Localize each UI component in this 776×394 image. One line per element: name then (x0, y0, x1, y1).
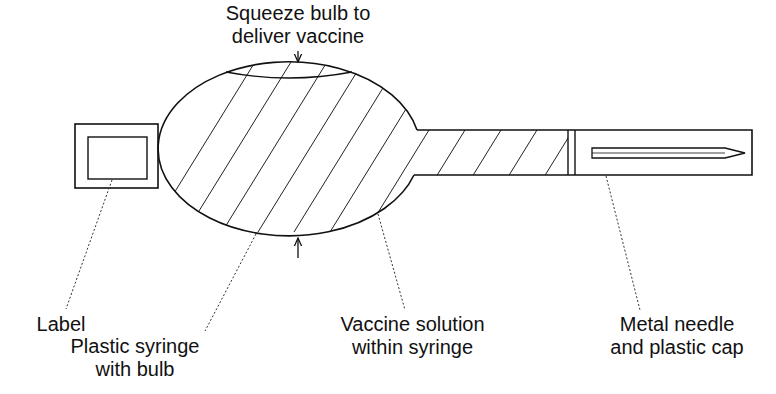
vaccine-hatching (150, 62, 651, 232)
hatch-stroke (510, 62, 615, 232)
leader-line (66, 180, 112, 309)
cap-joint (574, 130, 575, 175)
hatch-stroke (258, 62, 363, 232)
hatch-stroke (402, 62, 507, 232)
metal-needle (592, 148, 745, 158)
leader-line (378, 214, 405, 310)
hatch-stroke (186, 62, 291, 232)
hatch-stroke (222, 62, 327, 232)
bulb-squeeze-area (226, 72, 352, 78)
needle-bore (592, 153, 725, 154)
syringe-bulb (158, 62, 417, 236)
squeeze-arrow (297, 238, 298, 258)
part-label: Label (26, 313, 96, 336)
hatch-stroke (438, 62, 543, 232)
part-label: Metal needle and plastic cap (602, 313, 752, 359)
cap-joint (567, 130, 568, 175)
instruction-label: Squeeze bulb to deliver vaccine (213, 2, 383, 48)
syringe-tube (414, 130, 752, 175)
hatch-stroke (546, 62, 651, 232)
hatch-stroke (150, 62, 255, 232)
leader-line (606, 176, 640, 310)
part-label: Plastic syringe with bulb (60, 335, 210, 381)
label-tab (75, 124, 158, 188)
part-label: Vaccine solution within syringe (330, 313, 495, 359)
leader-line (205, 234, 256, 331)
label-patch (88, 137, 147, 179)
hatch-stroke (474, 62, 579, 232)
squeeze-arrow (297, 51, 298, 62)
